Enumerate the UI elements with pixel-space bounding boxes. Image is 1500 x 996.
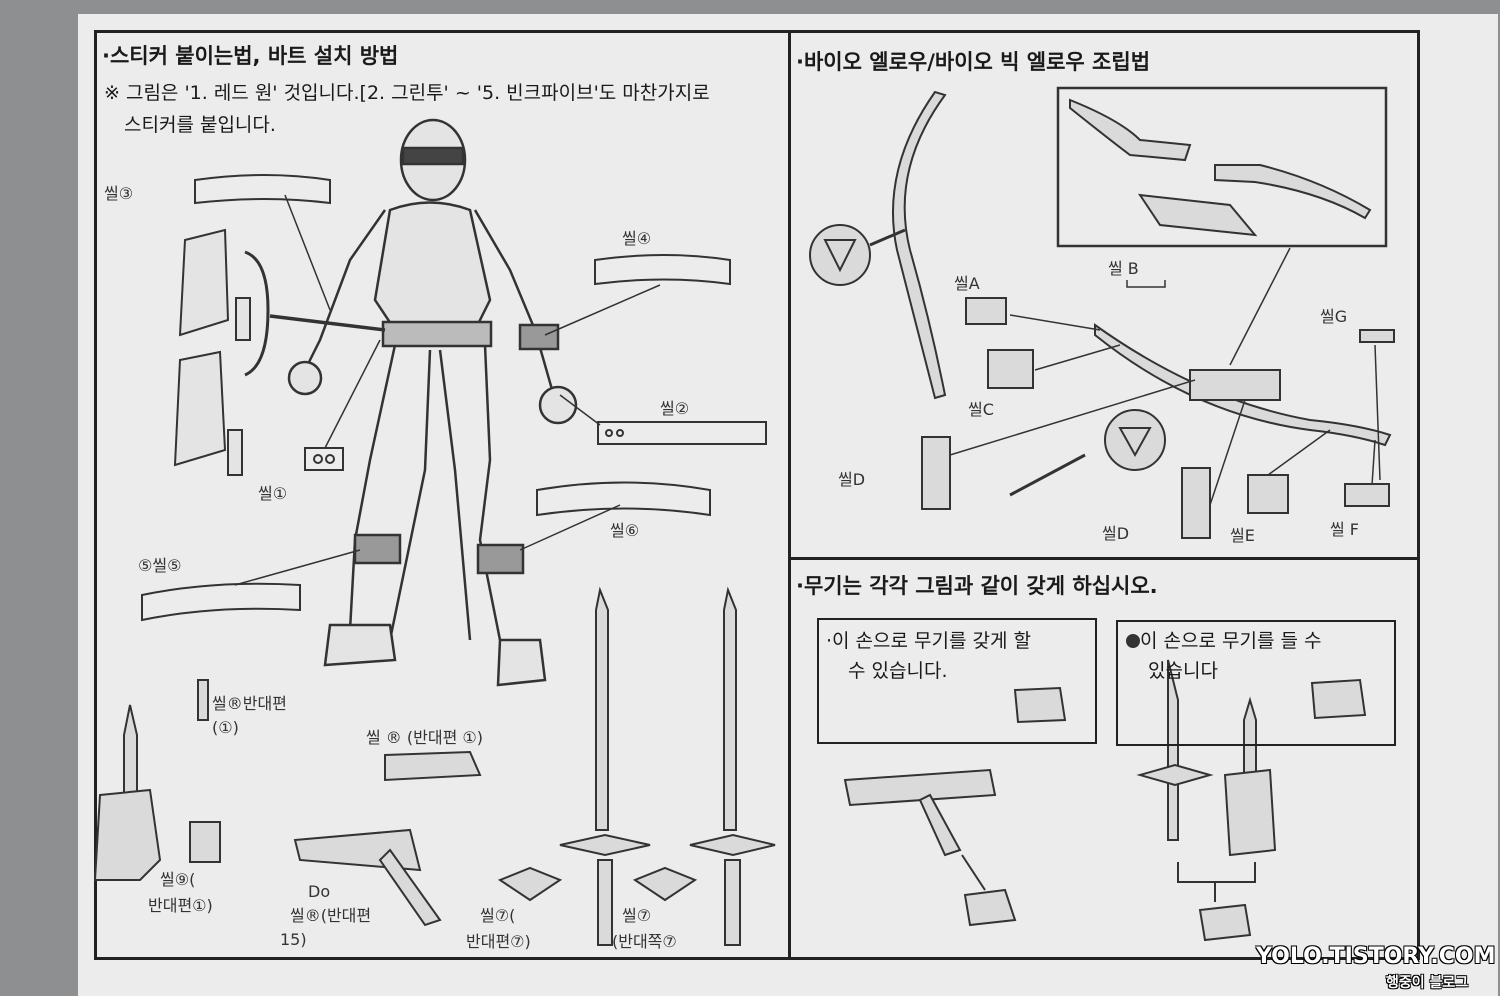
seal-6-label: 씰⑥ (610, 521, 640, 540)
seal-reverse-c-label: 씰®(반대편 (290, 906, 372, 925)
seal-9-label: 씰⑨( (160, 870, 196, 889)
seal-d-label-1: 씰D (838, 470, 866, 489)
seal-7a-label: 씰⑦( (480, 906, 516, 925)
seal-2-label: 씰② (660, 399, 690, 418)
seal-a-label: 씰A (954, 274, 980, 293)
hands-and-weapons-right (843, 659, 1367, 942)
seal-7a-label-2: 반대편⑦) (466, 932, 531, 951)
sticker-shapes (141, 174, 767, 622)
leader-lines (234, 194, 661, 586)
hand-box-2 (1116, 620, 1396, 746)
belt-parts (173, 228, 386, 476)
weapon-section-title: ·무기는 각각 그림과 같이 갖게 하십시오. (796, 574, 1158, 598)
seal-1-label: 씰① (258, 484, 288, 503)
watermark-url: YOLO.TISTORY.COM (1256, 944, 1496, 969)
sticker-note-line-1: ※ 그림은 '1. 레드 원' 것입니다.[2. 그린투' ~ '5. 빈크파이… (104, 82, 710, 104)
seal-reverse-1-label: 씰®반대편 (212, 694, 287, 713)
watermark-blog: 행중이 블로그 (1386, 975, 1469, 991)
seal-5-label: ⑤씰⑤ (138, 556, 182, 575)
bow-parts (809, 86, 1395, 539)
seal-b-label: 씰 B (1108, 259, 1139, 278)
seal-f-label: 씰 F (1330, 520, 1360, 539)
seal-e-label: 씰E (1230, 526, 1255, 545)
hand-box-1-line-1: ·이 손으로 무기를 갖게 할 (826, 630, 1031, 652)
bullet-dot-icon (1126, 634, 1140, 648)
bow-section-title: ·바이오 엘로우/바이오 빅 엘로우 조립법 (796, 50, 1151, 74)
hero-figure (287, 118, 578, 687)
hand-box-2-text: 이 손으로 무기를 들 수 (1140, 630, 1322, 652)
bow-leaders (949, 247, 1381, 506)
sticker-section-title: ·스티커 붙이는법, 바트 설치 방법 (102, 44, 399, 68)
seal-7b-label: 씰⑦ (622, 906, 652, 925)
hand-box-1-line-2: 수 있습니다. (848, 660, 948, 682)
seal-g-label: 씰G (1320, 307, 1348, 326)
do-label: Do (308, 882, 331, 901)
hand-box-2-line-1: 이 손으로 무기를 들 수 (1126, 626, 1321, 653)
seal-reverse-1b-label: 씰 ® (반대편 ①) (366, 728, 483, 747)
weapon-parts-left (93, 586, 776, 946)
hand-box-1 (817, 618, 1097, 744)
seal-3-label: 씰③ (104, 184, 134, 203)
vertical-divider (788, 30, 791, 960)
seal-reverse-1-label-2: (①) (212, 718, 239, 737)
seal-c-label: 씰C (968, 400, 994, 419)
hand-box-2-line-2: 있습니다 (1148, 660, 1218, 682)
sticker-note-line-2: 스티커를 붙입니다. (124, 114, 276, 136)
sheet-frame (94, 30, 1420, 960)
seal-7b-label-2: (반대쪽⑦ (612, 932, 677, 951)
seal-reverse-c-label-2: 15) (280, 930, 307, 949)
seal-d-label-2: 씰D (1102, 524, 1130, 543)
seal-4-label: 씰④ (622, 229, 652, 248)
seal-9-label-2: 반대편①) (148, 896, 213, 915)
horizontal-divider (790, 557, 1420, 560)
